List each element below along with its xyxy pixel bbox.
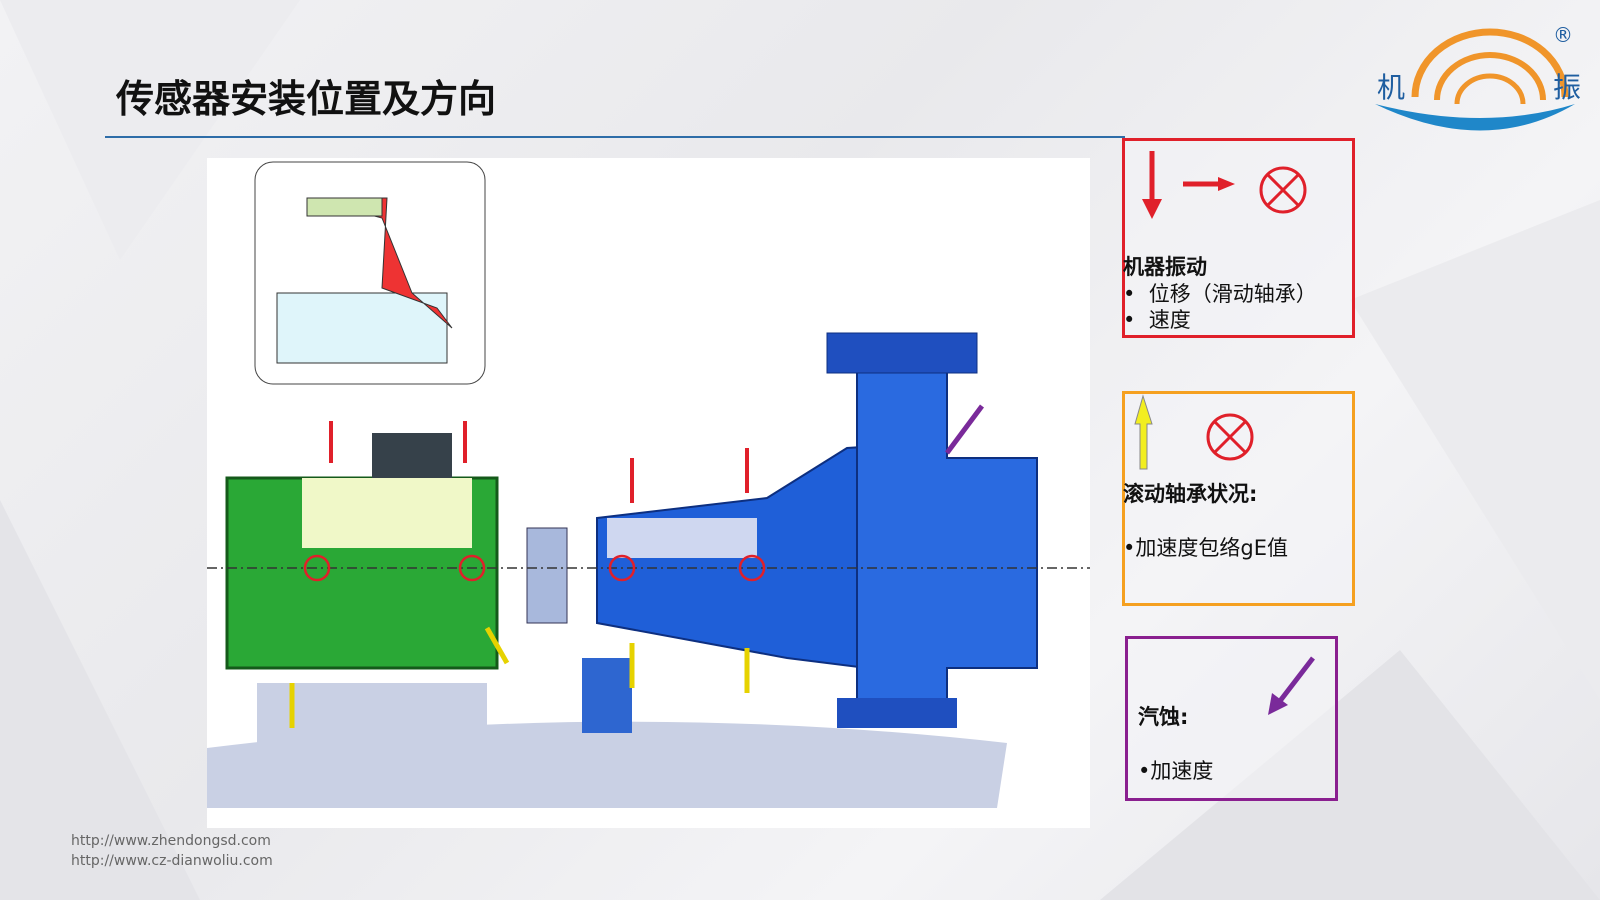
- registered-mark: ®: [1553, 23, 1573, 47]
- list-item: •加速度包络gE值: [1123, 536, 1288, 560]
- rolling-bearing-heading: 滚动轴承状况:: [1123, 482, 1258, 506]
- legend-rolling-bearing: 滚动轴承状况: •加速度包络gE值: [1122, 391, 1355, 606]
- list-item: • 速度: [1123, 308, 1191, 332]
- coupling: [526, 527, 568, 624]
- page-title: 传感器安装位置及方向: [116, 77, 497, 121]
- logo: 机 振 ®: [1375, 12, 1590, 136]
- legend-cavitation: 汽蚀: •加速度: [1125, 636, 1338, 801]
- list-item: • 位移（滑动轴承）: [1123, 282, 1317, 306]
- vibration-arrows-icon: [1142, 151, 1307, 219]
- motor-junction-box: [372, 433, 452, 478]
- logo-left-char: 机: [1377, 71, 1405, 104]
- footer-url[interactable]: http://www.zhendongsd.com: [71, 833, 271, 849]
- pump-diagram: [207, 158, 1090, 828]
- title-divider: [105, 136, 1125, 138]
- cavitation-heading: 汽蚀:: [1138, 705, 1189, 729]
- bearing-arrow-icon: [1134, 394, 1254, 470]
- list-item: •加速度: [1138, 759, 1214, 783]
- logo-right-char: 振: [1553, 71, 1581, 104]
- machine-vibration-heading: 机器振动: [1123, 255, 1207, 279]
- footer-url[interactable]: http://www.cz-dianwoliu.com: [71, 853, 273, 869]
- legend-machine-vibration: 机器振动 • 位移（滑动轴承） • 速度: [1122, 138, 1355, 338]
- cavitation-arrow-icon: [1268, 656, 1315, 715]
